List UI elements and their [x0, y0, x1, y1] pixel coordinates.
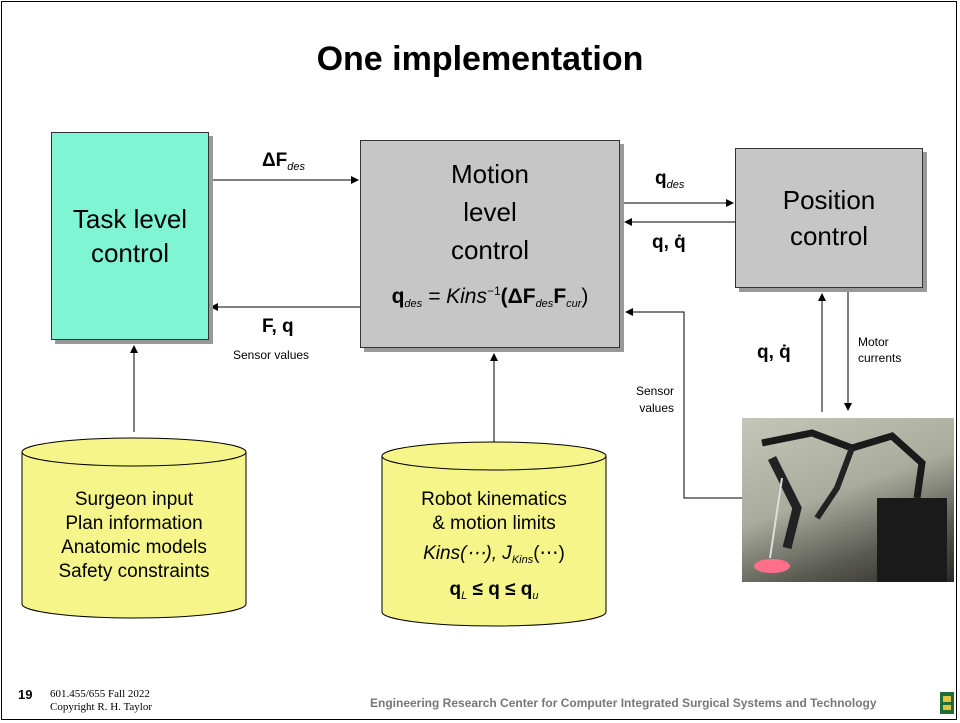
cyl-left-line-3: Anatomic models [61, 537, 207, 558]
footer-center-text: Engineering Research Center for Computer… [370, 696, 877, 710]
eq-q-vector: q [391, 285, 405, 308]
q-des-label: qdes [655, 168, 684, 191]
kinematics-database-cylinder [381, 441, 607, 627]
course-info: 601.455/655 Fall 2022 Copyright R. H. Ta… [50, 688, 152, 714]
kins-function-line: Kins(⋯), JKins(⋯) [382, 542, 606, 572]
slide-number: 19 [18, 687, 33, 702]
delta-f-text: ΔF [262, 150, 288, 171]
motor-currents-line-1: Motor [858, 335, 889, 349]
input-database-cylinder [21, 437, 247, 619]
task-level-control-box: Task level control [51, 132, 209, 340]
q-bound: ≤ q ≤ q [467, 579, 533, 600]
eq-kins: = Kins [428, 285, 487, 308]
cyl-left-line-1: Surgeon input [74, 489, 194, 510]
motor-currents-line-2: currents [858, 351, 902, 365]
robot-photo [742, 418, 954, 582]
erc-logo-icon [940, 692, 954, 714]
eq-cur-sub: cur [566, 298, 582, 310]
eq-des-sub: des [404, 298, 423, 310]
cyl-right-line-2: & motion limits [432, 513, 556, 534]
slide-title: One implementation [316, 40, 644, 78]
cyl-left-line-4: Safety constraints [58, 561, 210, 582]
q-des-text: q [655, 168, 667, 189]
upper-sub: u [532, 590, 539, 602]
eq-des-sub-2: des [535, 298, 554, 310]
motion-box-line-2: level [463, 197, 517, 227]
position-box-line-1: Position [782, 185, 876, 215]
lower-sub: L [461, 590, 468, 602]
kinematics-database-text: Robot kinematics & motion limits Kins(⋯)… [382, 488, 606, 608]
eq-delta-f: (ΔF [500, 285, 536, 308]
position-control-box: Position control [735, 148, 923, 288]
eq-f-cur: F [553, 285, 567, 308]
sensor-values-right-label: Sensor values [620, 383, 674, 417]
cyl-left-line-2: Plan information [65, 513, 203, 534]
eq-close: ) [581, 285, 589, 308]
f-q-label: F, q [262, 316, 294, 337]
robot-illustration [754, 429, 947, 582]
copyright-line: Copyright R. H. Taylor [50, 701, 152, 713]
motion-box-line-3: control [450, 235, 530, 265]
sensor-right-line-1: Sensor [635, 384, 674, 398]
q-qdot-bottom-label: q, q̇ [757, 342, 791, 363]
input-database-text: Surgeon input Plan information Anatomic … [22, 488, 246, 584]
cyl-right-line-1: Robot kinematics [421, 489, 567, 510]
motor-currents-label: Motor currents [858, 334, 901, 366]
delta-f-sub: des [287, 161, 306, 173]
kins-func-text: Kins(⋯), J [423, 543, 512, 564]
kins-args: (⋯) [533, 543, 565, 564]
sensor-right-line-2: values [639, 401, 674, 415]
task-box-line-1: Task level [72, 204, 188, 234]
course-line: 601.455/655 Fall 2022 [50, 688, 150, 700]
motion-equation: qdes = Kins−1(ΔFdesFcur) [392, 279, 589, 316]
sensor-values-left-label: Sensor values [233, 348, 310, 362]
q-qdot-top-label: q, q̇ [652, 232, 686, 253]
motion-box-line-1: Motion [450, 159, 530, 189]
task-box-line-2: control [90, 238, 170, 268]
limits-line: qL ≤ q ≤ qu [382, 578, 606, 608]
position-box-line-2: control [789, 221, 869, 251]
q-des-sub: des [666, 179, 685, 191]
kins-sub: Kins [511, 554, 534, 566]
q-lower: q [449, 579, 462, 600]
eq-inverse: −1 [486, 284, 501, 298]
motion-level-control-box: Motion level control qdes = Kins−1(ΔFdes… [360, 140, 620, 348]
delta-f-des-label: ΔFdes [262, 150, 305, 173]
